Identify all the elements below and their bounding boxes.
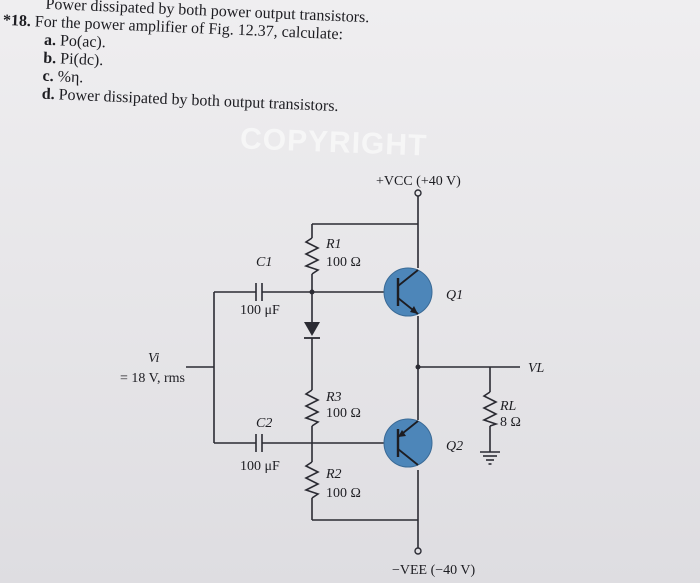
- vcc-label: +VCC (+40 V): [376, 174, 461, 189]
- c1-value: 100 μF: [240, 303, 280, 318]
- r2-name: R2: [325, 467, 342, 482]
- r1-value: 100 Ω: [326, 255, 361, 270]
- vl-label: VL: [528, 361, 545, 376]
- transistor-q2: [383, 418, 433, 468]
- vee-terminal: [414, 547, 422, 555]
- c1-name: C1: [256, 255, 272, 270]
- q1-label: Q1: [446, 288, 463, 303]
- r3-value: 100 Ω: [326, 406, 361, 421]
- vcc-terminal: [414, 189, 422, 197]
- c2-capacitor: [255, 434, 263, 452]
- bias-node-dot: [309, 289, 315, 295]
- r3-name: R3: [325, 390, 342, 405]
- r3-resistor: [303, 389, 320, 427]
- vi-name: Vi: [148, 351, 160, 366]
- c1-capacitor: [255, 283, 263, 301]
- diode-symbol: [304, 322, 320, 339]
- r2-value: 100 Ω: [326, 486, 361, 501]
- vi-value: = 18 V, rms: [120, 371, 185, 386]
- transistor-q1: [383, 267, 433, 317]
- r2-resistor: [303, 461, 320, 499]
- rl-resistor: [481, 391, 499, 427]
- c2-name: C2: [256, 416, 272, 431]
- rl-value: 8 Ω: [500, 415, 521, 430]
- r1-name: R1: [325, 237, 342, 252]
- q2-label: Q2: [446, 439, 463, 454]
- r1-resistor: [303, 237, 320, 275]
- vee-label: −VEE (−40 V): [392, 563, 476, 578]
- c2-value: 100 μF: [240, 459, 280, 474]
- rl-name: RL: [499, 399, 517, 414]
- output-node-dot: [415, 364, 421, 370]
